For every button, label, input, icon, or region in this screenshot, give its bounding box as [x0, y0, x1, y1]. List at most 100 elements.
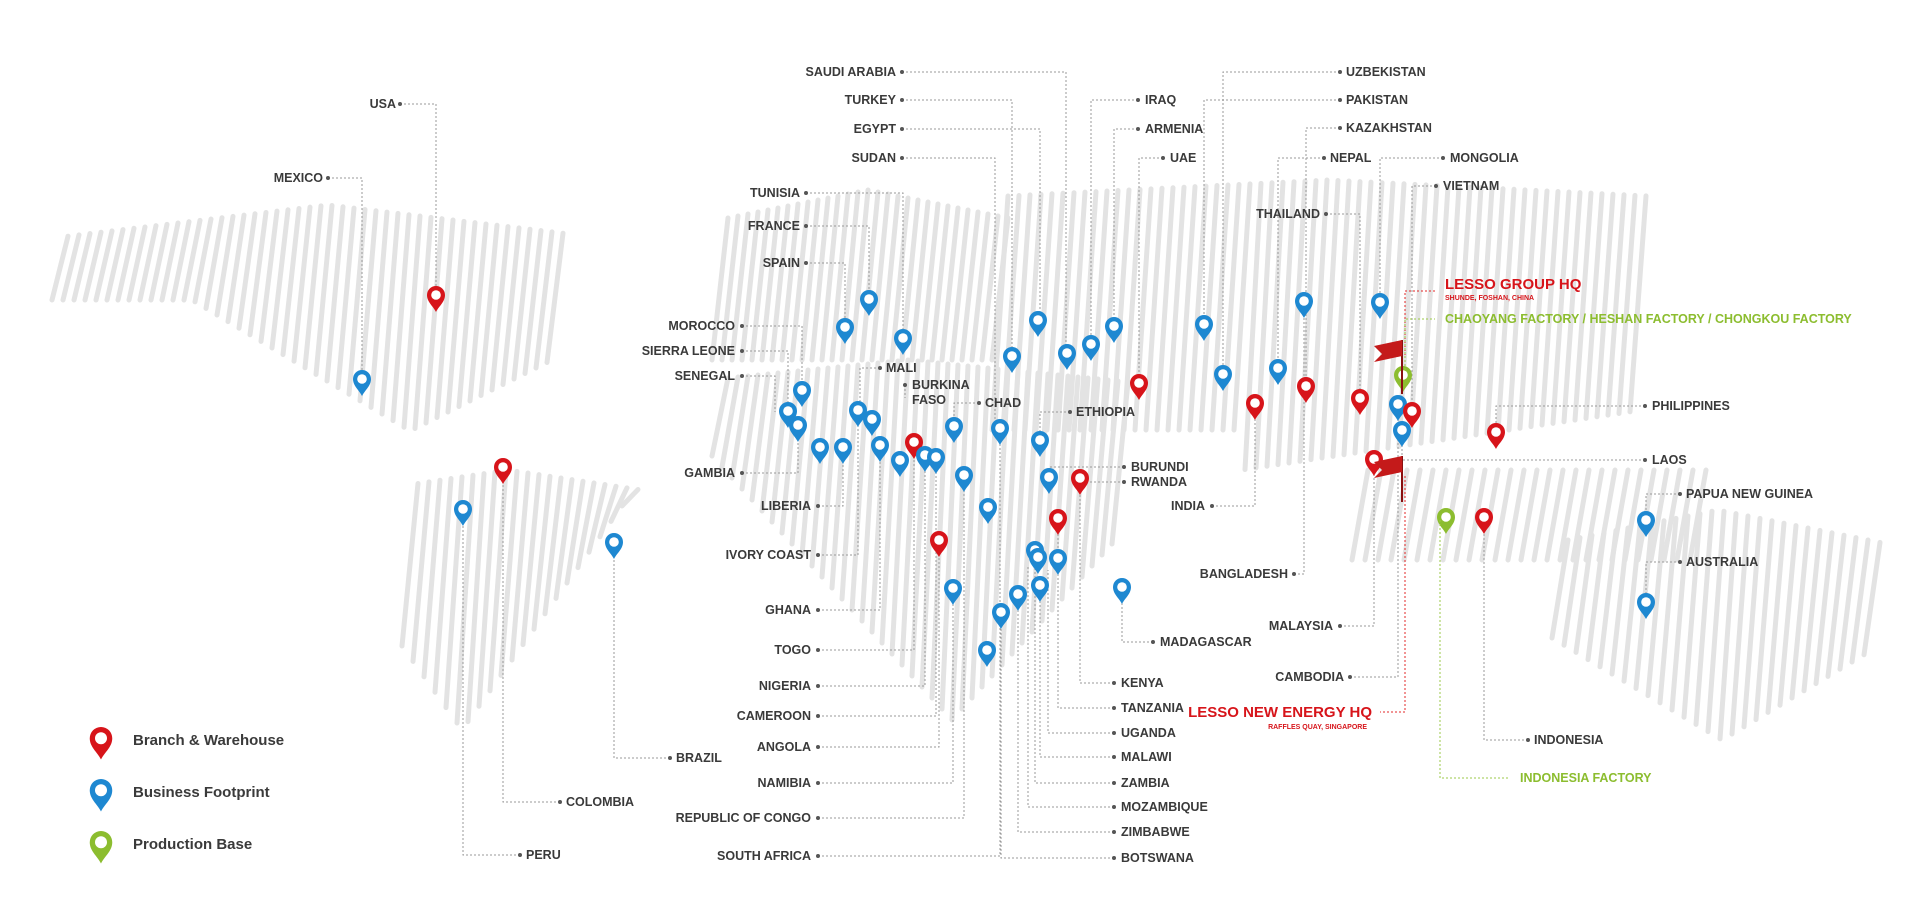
- map-stripe: [421, 477, 443, 680]
- leader-line: [902, 99, 1013, 350]
- footprint-pin-icon: [1029, 311, 1047, 337]
- footprint-pin-icon: [1637, 593, 1655, 619]
- leader-dot: [816, 553, 820, 557]
- leader-dot: [1348, 675, 1352, 679]
- leader-line: [1483, 530, 1528, 741]
- map-stripe: [1495, 186, 1517, 435]
- country-label-ethiopia: ETHIOPIA: [1076, 405, 1135, 419]
- map-stripe: [1375, 467, 1397, 563]
- map-stripe: [1861, 539, 1883, 658]
- hq-callouts: LESSO GROUP HQ SHUNDE, FOSHAN, CHINA CHA…: [1188, 276, 1852, 785]
- map-stripe: [71, 231, 93, 303]
- map-stripe: [1165, 184, 1187, 433]
- map-stripe: [467, 221, 489, 404]
- country-label-laos: LAOS: [1652, 453, 1687, 467]
- lesso-new-energy-hq-subtitle: RAFFLES QUAY, SINGAPORE: [1268, 724, 1367, 731]
- leader-dot: [1434, 184, 1438, 188]
- map-stripe: [1549, 537, 1571, 641]
- country-label-usa: USA: [370, 97, 396, 111]
- country-label-zambia: ZAMBIA: [1121, 776, 1170, 790]
- leader-line: [1294, 314, 1305, 575]
- location-pins: [353, 286, 1655, 667]
- map-stripe: [1789, 525, 1811, 701]
- world-map-background: [49, 177, 1883, 742]
- leader-line: [818, 441, 1001, 857]
- leader-dot: [398, 102, 402, 106]
- footprint-pin-icon: [1031, 576, 1049, 602]
- map-stripe: [280, 205, 302, 358]
- hq-flag-icon: [1374, 340, 1403, 394]
- leader-dot: [1136, 127, 1140, 131]
- leader-dot: [903, 383, 907, 387]
- map-stripe: [919, 201, 941, 363]
- map-stripe: [465, 471, 487, 725]
- map-stripe: [1000, 192, 1022, 433]
- map-stripe: [1341, 179, 1363, 458]
- map-stripe: [739, 209, 761, 363]
- chaoyang-factory-label: CHAOYANG FACTORY / HESHAN FACTORY / CHON…: [1445, 312, 1852, 326]
- lesso-group-hq-title: LESSO GROUP HQ: [1445, 276, 1582, 293]
- map-stripe: [214, 213, 236, 318]
- map-stripe: [729, 373, 751, 481]
- leader-dot: [804, 224, 808, 228]
- footprint-pin-icon: [1058, 344, 1076, 370]
- map-stripe: [159, 220, 181, 303]
- leader-line: [742, 325, 803, 383]
- lesso-group-hq-subtitle: SHUNDE, FOSHAN, CHINA: [1445, 295, 1534, 302]
- map-stripe: [1253, 180, 1275, 471]
- footprint-pin-icon: [1009, 585, 1027, 611]
- map-stripe: [749, 207, 771, 363]
- leader-dot: [1678, 560, 1682, 564]
- map-stripe: [769, 369, 791, 525]
- map-stripe: [1528, 188, 1550, 430]
- country-label-burundi: BURUNDI: [1131, 460, 1189, 474]
- map-stripe: [544, 230, 566, 365]
- leader-line: [613, 555, 670, 759]
- map-stripe: [410, 479, 432, 664]
- map-stripe: [49, 233, 71, 303]
- footprint-pin-icon: [992, 603, 1010, 629]
- leader-line: [1645, 493, 1680, 513]
- branch-pin-icon: [1487, 423, 1505, 449]
- country-label-pakistan: PAKISTAN: [1346, 93, 1408, 107]
- leader-line: [462, 522, 520, 856]
- map-stripe: [949, 363, 971, 723]
- leader-line: [902, 157, 996, 420]
- production-pin-icon: [1437, 508, 1455, 534]
- map-stripe: [181, 217, 203, 303]
- leader-line: [1121, 600, 1153, 643]
- map-stripe: [1453, 467, 1475, 563]
- map-stripe: [586, 482, 608, 555]
- map-stripe: [1414, 467, 1436, 563]
- map-stripe: [498, 468, 520, 678]
- map-stripe: [1561, 535, 1583, 648]
- footprint-pin-icon: [978, 641, 996, 667]
- map-stripe: [869, 359, 891, 635]
- map-stripe: [1609, 525, 1631, 677]
- footprint-pin-icon: [454, 500, 472, 526]
- map-stripe: [1729, 513, 1751, 737]
- country-label-kazakhstan: KAZAKHSTAN: [1346, 121, 1432, 135]
- footprint-pin-icon: [836, 318, 854, 344]
- map-stripe: [1297, 178, 1319, 464]
- map-stripe: [939, 205, 961, 363]
- country-label-nigeria: NIGERIA: [759, 679, 811, 693]
- map-stripe: [799, 366, 821, 558]
- footprint-pin-icon: [1393, 421, 1411, 447]
- map-stripe: [269, 207, 291, 351]
- map-stripe: [608, 485, 630, 524]
- country-label-sierra-leone: SIERRA LEONE: [642, 344, 735, 358]
- branch-pin-icon: [1475, 508, 1493, 534]
- map-stripe: [909, 199, 931, 363]
- country-label-france: FRANCE: [748, 219, 800, 233]
- map-stripe: [531, 473, 553, 632]
- map-stripe: [1220, 181, 1242, 433]
- map-stripe: [769, 203, 791, 363]
- map-stripe: [1055, 190, 1077, 433]
- map-stripe: [511, 226, 533, 382]
- map-stripe: [390, 212, 412, 424]
- map-stripe: [1429, 183, 1451, 444]
- map-stripe: [1825, 532, 1847, 679]
- footprint-pin-icon: [793, 381, 811, 407]
